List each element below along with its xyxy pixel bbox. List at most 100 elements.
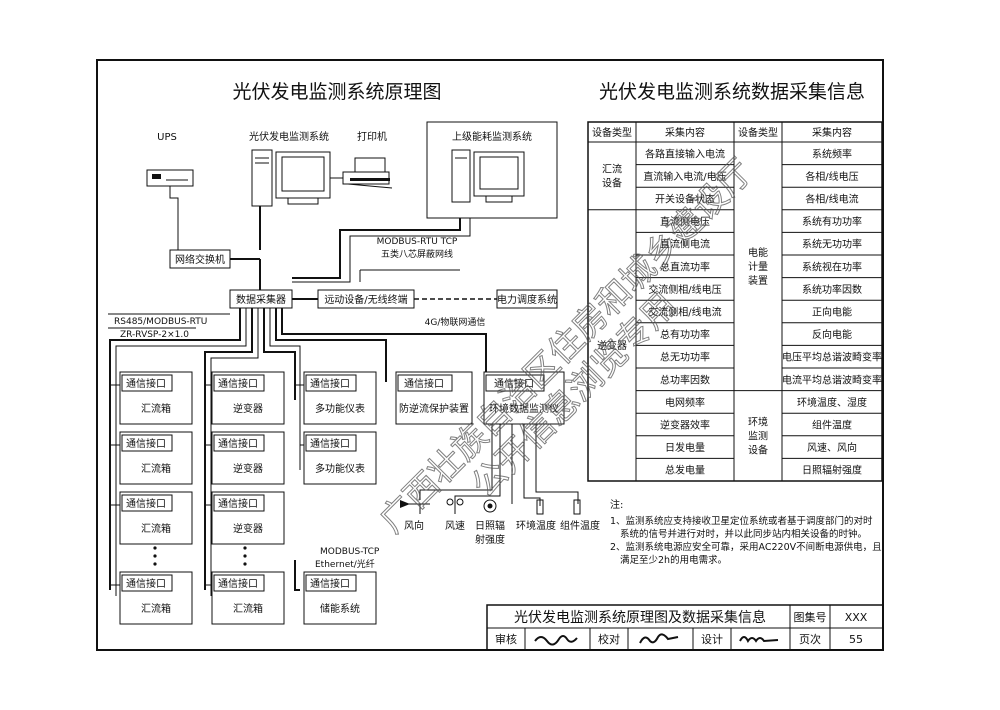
- table-cell: 系统功率因数: [802, 283, 862, 296]
- table-cell: 系统视在功率: [802, 260, 862, 273]
- table-cell: 总发电量: [665, 464, 705, 477]
- notes-head: 注:: [610, 498, 623, 511]
- ups-icon: [146, 169, 194, 187]
- modbus-tcp-label: MODBUS-RTU TCP: [377, 237, 458, 247]
- table-header: 设备类型: [738, 126, 778, 139]
- device-name: 汇流箱: [141, 602, 171, 615]
- data-collection-table: 设备类型采集内容设备类型采集内容各路直接输入电流直流输入电流/电压开关设备状态汇…: [587, 121, 883, 482]
- page-value: 55: [849, 633, 863, 646]
- device-name: 多功能仪表: [315, 402, 365, 415]
- switch-label: 网络交换机: [175, 253, 225, 266]
- table-cell: 日照辐射强度: [802, 464, 862, 477]
- sensor-label: 风速: [445, 520, 465, 532]
- note-line: 满足至少2h的用电需求。: [620, 554, 727, 566]
- sensor-label: 环境温度: [516, 519, 556, 532]
- port-label: 通信接口: [310, 577, 350, 590]
- table-cell: 总无功功率: [660, 351, 710, 364]
- table-group-type: 设备: [602, 176, 622, 189]
- port-label: 通信接口: [494, 377, 534, 390]
- table-cell: 电流平均总谐波畸变率: [782, 373, 882, 386]
- table-cell: 各路直接输入电流: [645, 147, 725, 160]
- ellipsis-dots: [153, 546, 247, 566]
- port-label: 通信接口: [218, 377, 258, 390]
- table-cell: 直流侧电流: [660, 238, 710, 251]
- signature-review: [534, 635, 578, 646]
- wind-speed-icon: [446, 498, 464, 514]
- table-header: 采集内容: [812, 126, 852, 139]
- field-devices: 通信接口汇流箱通信接口汇流箱通信接口汇流箱通信接口汇流箱通信接口逆变器通信接口逆…: [119, 371, 565, 625]
- wind-direction-icon: [400, 500, 430, 514]
- page-label: 页次: [799, 632, 821, 646]
- device-name: 多功能仪表: [315, 462, 365, 475]
- zr-cable-label: ZR-RVSP-2×1.0: [120, 330, 189, 340]
- device-name: 汇流箱: [233, 602, 263, 615]
- collector-label: 数据采集器: [236, 293, 286, 306]
- table-group-type: 汇流: [602, 162, 622, 175]
- table-cell: 系统有功功率: [802, 215, 862, 228]
- device-name: 汇流箱: [141, 522, 171, 535]
- device-name: 逆变器: [233, 402, 263, 415]
- computer-icon: [451, 149, 525, 203]
- table-cell: 交流侧相/线电流: [648, 306, 721, 319]
- table-cell: 系统频率: [812, 147, 852, 160]
- table-group-type: 设备: [748, 443, 768, 456]
- g4-label: 4G/物联网通信: [425, 316, 486, 328]
- device-name: 汇流箱: [141, 462, 171, 475]
- device-name: 逆变器: [233, 522, 263, 535]
- computer-icon: [251, 149, 331, 207]
- table-cell: 各相/线电流: [805, 193, 858, 206]
- title-block: 光伏发电监测系统原理图及数据采集信息 图集号 XXX 审核 校对 设计 页次 5…: [486, 604, 884, 651]
- note-line: 系统的信号并进行对时，并以此同步站内相关设备的时钟。: [620, 528, 867, 540]
- table-cell: 开关设备状态: [655, 193, 715, 206]
- table-cell: 交流侧相/线电压: [648, 283, 721, 296]
- drawing-frame: [96, 59, 884, 651]
- table-group-type: 电能: [748, 246, 768, 259]
- module-temperature-icon: [573, 499, 581, 515]
- right-title: 光伏发电监测系统数据采集信息: [599, 81, 865, 103]
- port-label: 通信接口: [126, 437, 166, 450]
- table-cell: 总有功功率: [660, 328, 710, 341]
- table-cell: 环境温度、湿度: [797, 396, 867, 409]
- port-label: 通信接口: [218, 577, 258, 590]
- device-name: 环境数据监测仪: [489, 402, 559, 415]
- table-cell: 电网频率: [665, 396, 705, 409]
- table-cell: 总直流功率: [660, 260, 710, 273]
- port-label: 通信接口: [126, 377, 166, 390]
- port-label: 通信接口: [218, 437, 258, 450]
- upper-system-box: [426, 121, 558, 219]
- fig-label: 图集号: [794, 610, 827, 624]
- remote-label: 远动设备/无线终端: [324, 293, 407, 306]
- printer-label: 打印机: [357, 130, 387, 143]
- ethernet-label: Ethernet/光纤: [315, 558, 375, 570]
- fig-value: XXX: [845, 611, 868, 624]
- table-cell: 系统无功功率: [802, 238, 862, 251]
- table-cell: 反向电能: [812, 328, 852, 341]
- rs485-label: RS485/MODBUS-RTU: [114, 317, 207, 327]
- table-header: 采集内容: [665, 126, 705, 139]
- device-name: 逆变器: [233, 462, 263, 475]
- review-label: 审核: [495, 632, 517, 646]
- upper-system-label: 上级能耗监测系统: [452, 130, 532, 143]
- signature-check: [639, 633, 679, 644]
- table-cell: 直流侧电压: [660, 215, 710, 228]
- note-line: 2、监测系统电源应安全可靠，采用AC220V不间断电源供电，且: [610, 541, 882, 553]
- table-cell: 总功率因数: [660, 373, 710, 386]
- table-group-type: 环境: [748, 415, 768, 428]
- table-group-type: 逆变器: [597, 339, 627, 352]
- table-cell: 各相/线电压: [805, 170, 858, 183]
- design-label: 设计: [701, 633, 723, 646]
- sensor-label: 射强度: [475, 533, 505, 546]
- port-label: 通信接口: [310, 377, 350, 390]
- table-header: 设备类型: [592, 126, 632, 139]
- port-label: 通信接口: [126, 497, 166, 510]
